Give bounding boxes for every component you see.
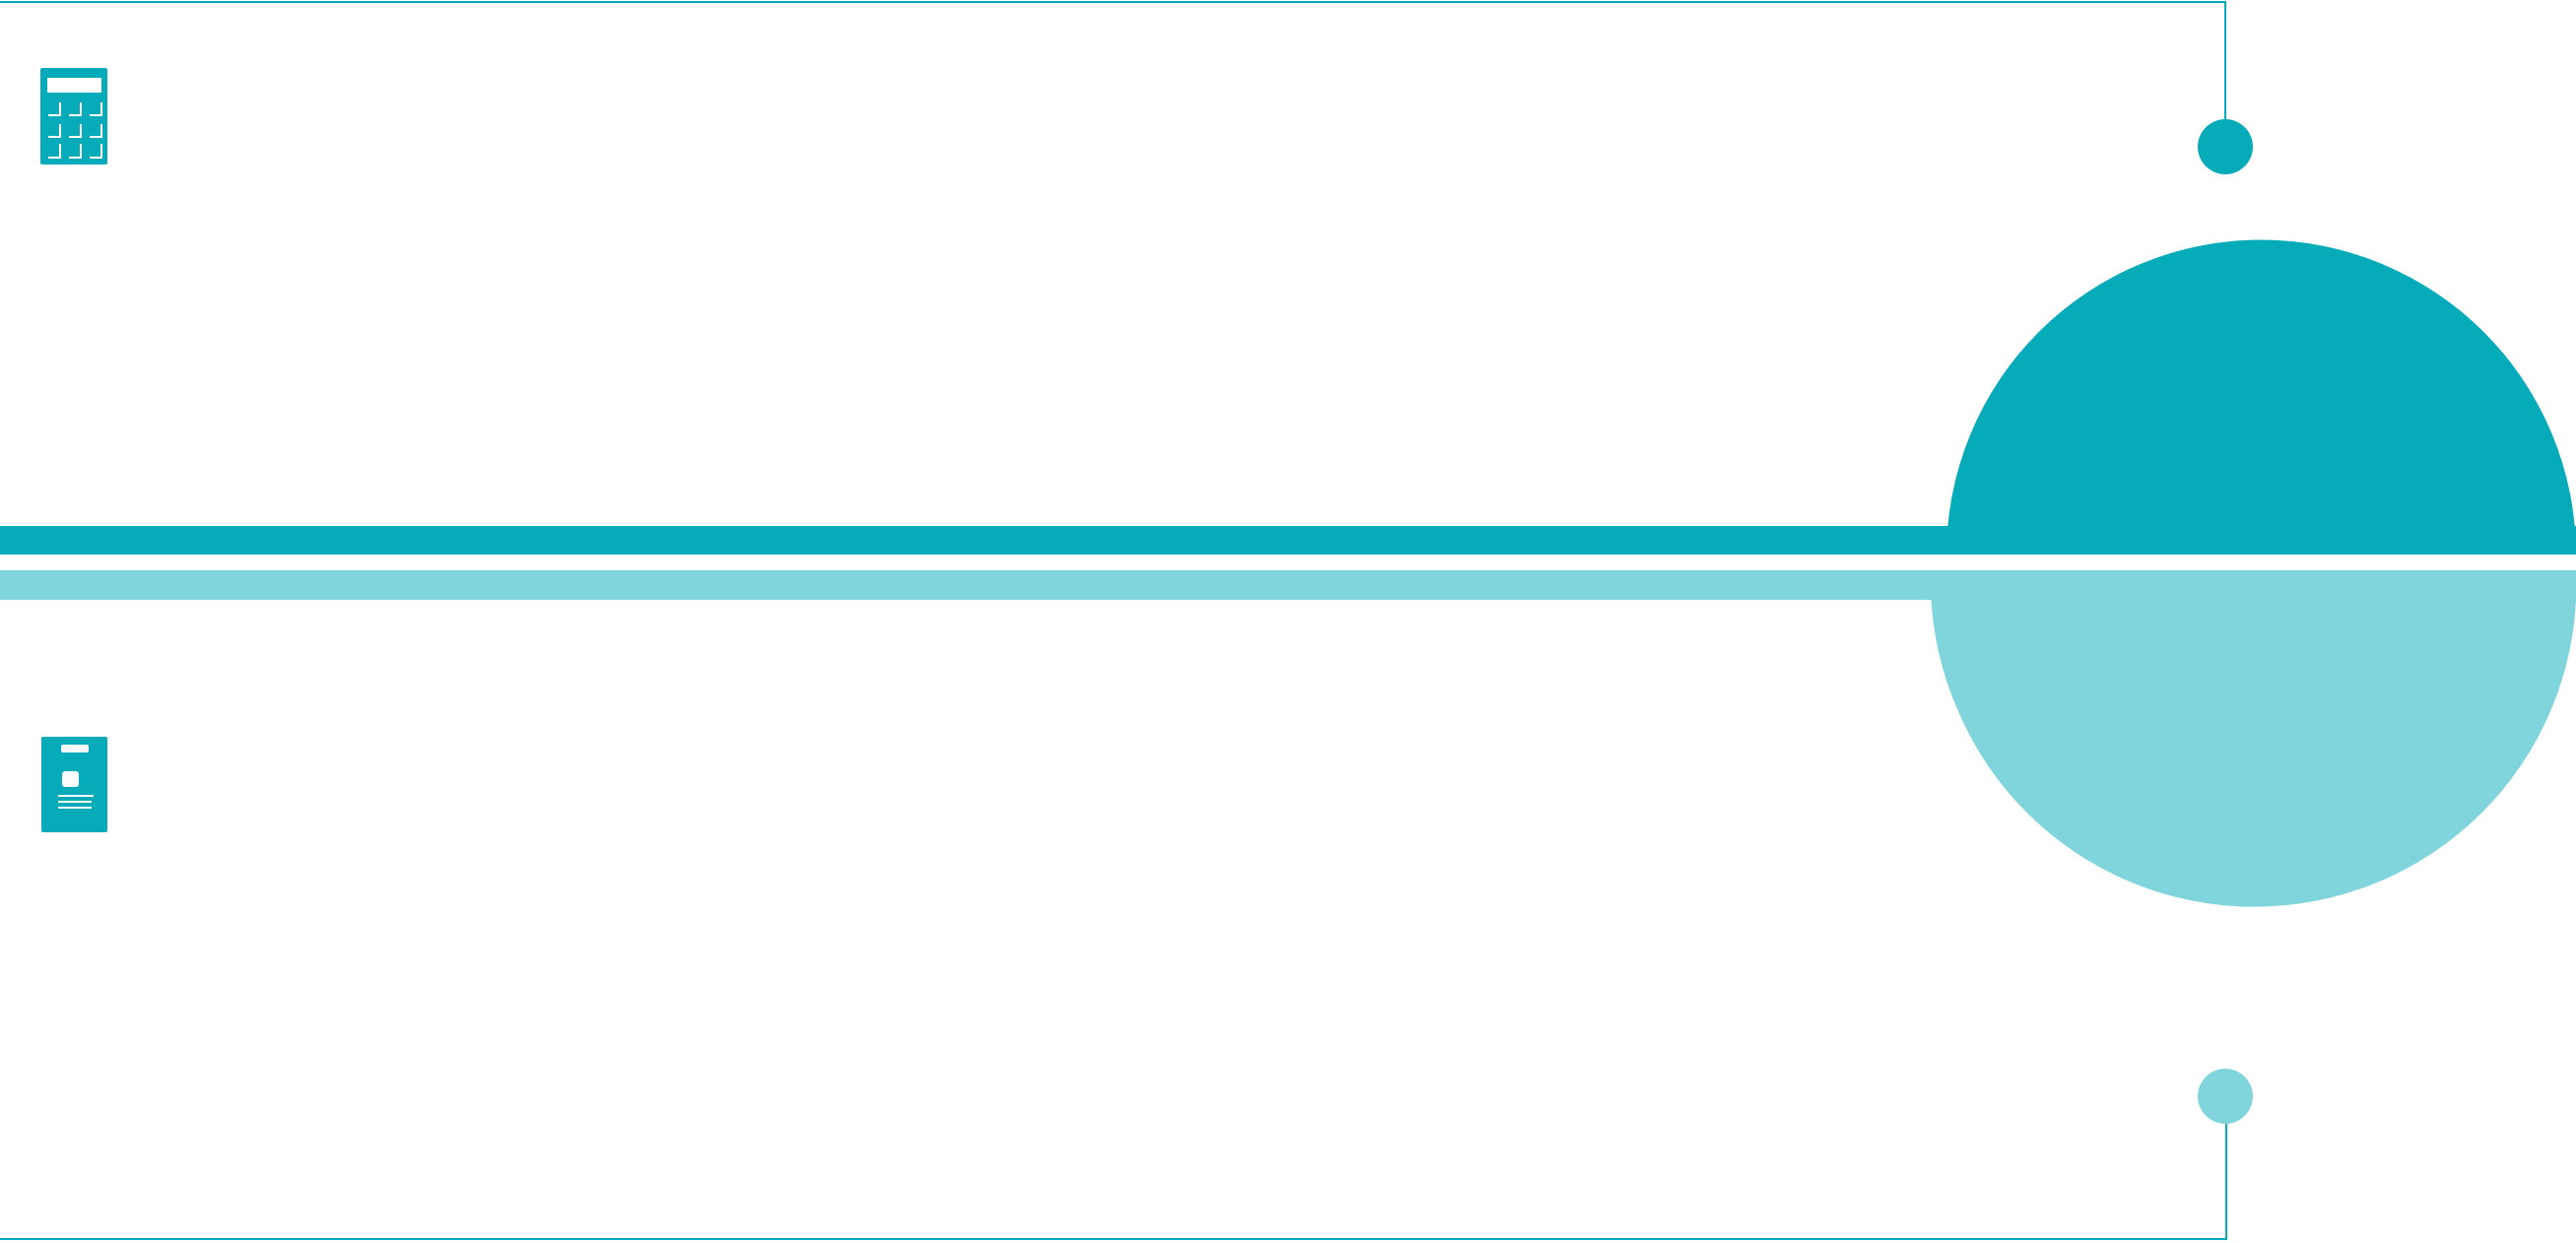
bottom-frame-line (0, 1124, 2227, 1240)
calculator-icon (40, 68, 107, 164)
top-frame-line (0, 1, 2226, 119)
upper-half-circle-body (1948, 292, 2576, 555)
bottom-connector-dot (2198, 1069, 2253, 1124)
document-icon (41, 737, 107, 832)
lower-half-circle-body (1931, 570, 2576, 904)
dark-band (0, 526, 2576, 555)
top-connector-dot (2198, 119, 2253, 174)
